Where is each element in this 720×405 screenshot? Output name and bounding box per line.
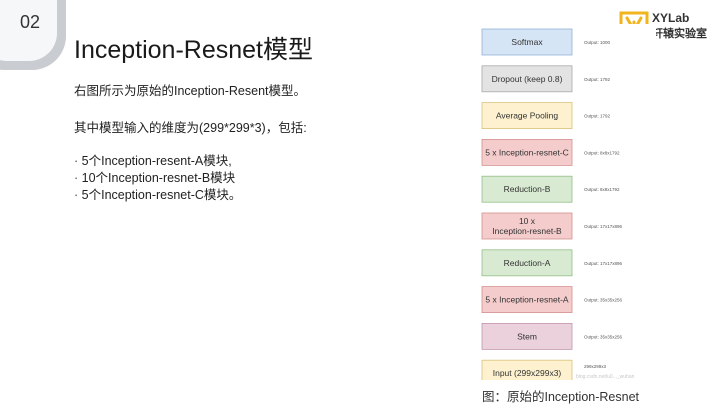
layer-output-size: Output: 1792 xyxy=(584,77,611,82)
layer-block-label: Softmax xyxy=(511,37,543,47)
layer-block xyxy=(481,139,573,166)
module-list-item: 5个Inception-resent-A模块, xyxy=(74,150,241,168)
layer-block xyxy=(481,28,573,56)
input-dims-text: 其中模型输入的维度为(299*299*3)，包括: xyxy=(74,121,307,135)
layer-block-label: Inception-resnet-B xyxy=(492,226,562,236)
layer-output-size: Output: 8x8x1792 xyxy=(584,150,620,155)
module-list: 5个Inception-resent-A模块, 10个Inception-res… xyxy=(74,150,242,202)
layer-block-label: 10 x xyxy=(519,216,536,226)
layer-output-size: Output: 17x17x896 xyxy=(584,261,623,266)
layer-block xyxy=(481,175,573,203)
figure-caption: 图：原始的Inception-Resnet xyxy=(482,390,640,404)
layer-block xyxy=(481,249,573,277)
layer-block xyxy=(481,286,573,314)
module-list-item: 10个Inception-resnet-B模块 xyxy=(74,167,241,185)
logo-brand-en: XYLab xyxy=(652,11,690,25)
logo-brand-cn: 轩辕实验室 xyxy=(652,28,707,40)
layer-block-label: Average Pooling xyxy=(496,111,558,121)
layer-block xyxy=(481,212,573,240)
module-list-item: 5个Inception-resnet-C模块。 xyxy=(74,184,242,202)
layer-block-label: Dropout (keep 0.8) xyxy=(492,74,563,84)
layer-output-size: Output: 35x35x256 xyxy=(584,334,623,339)
layer-output-size: 299x299x3 xyxy=(584,364,607,369)
layer-block-label: Input (299x299x3) xyxy=(493,368,562,378)
layer-block xyxy=(481,322,573,350)
layer-output-size: Output: 17x17x896 xyxy=(584,224,623,229)
layer-block-label: 5 x Inception-resnet-A xyxy=(485,295,568,305)
layer-block xyxy=(481,65,573,93)
layer-output-size: Output: 35x35x256 xyxy=(584,298,623,303)
layer-output-size: Output: 8x8x1792 xyxy=(584,187,620,192)
intro-text: 右图所示为原始的Inception-Resent模型。 xyxy=(74,84,307,98)
section-number: 02 xyxy=(19,12,41,32)
layer-block xyxy=(481,102,573,129)
layer-block-label: Reduction-B xyxy=(504,184,551,194)
layer-block-label: Stem xyxy=(517,331,537,341)
slide-title: Inception-Resnet模型 xyxy=(74,36,314,64)
layer-output-size: Output: 1792 xyxy=(584,114,611,119)
layer-output-size: Output: 1000 xyxy=(584,40,611,45)
diagram-watermark: blog.csdn.net/u0..._wuhan xyxy=(576,374,635,380)
badge-inner-face xyxy=(0,0,57,61)
layer-block-label: Reduction-A xyxy=(504,258,551,268)
section-badge: 02 xyxy=(0,0,66,70)
layer-block xyxy=(481,359,573,380)
layer-block-label: 5 x Inception-resnet-C xyxy=(485,147,569,157)
